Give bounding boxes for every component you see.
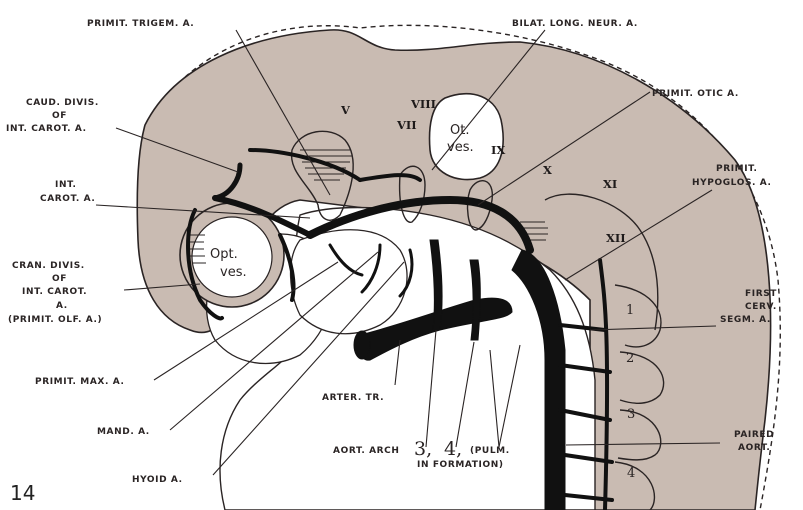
label-primit-otic: PRIMIT. OTIC A. [652, 89, 739, 99]
figure-number: 14 [10, 481, 35, 505]
label-mand: MAND. A. [97, 427, 150, 437]
label-bilat-long-neur: BILAT. LONG. NEUR. A. [512, 19, 638, 29]
opt-ves-line-1: Opt. [210, 247, 238, 262]
label-aort-arch: AORT. ARCH [333, 446, 400, 456]
nerve-ix: IX [491, 143, 505, 157]
label-arch-4: 4, [444, 438, 462, 460]
label-first-cerv-3: SEGM. A. [720, 315, 771, 325]
somite-1: 1 [626, 303, 634, 318]
somite-2: 2 [626, 351, 634, 366]
nerve-xii: XII [606, 231, 626, 245]
label-paired-aort-2: AORT. [738, 443, 770, 453]
label-primit-hypoglos-1: PRIMIT. [716, 164, 758, 174]
label-caud-divis-3: INT. CAROT. A. [6, 124, 87, 134]
opt-ves-line-2: ves. [220, 265, 247, 280]
somite-4: 4 [627, 466, 635, 481]
ot-ves-line-2: ves. [447, 140, 474, 155]
label-first-cerv-1: FIRST [745, 289, 777, 299]
label-cran-divis-4: A. [56, 301, 68, 311]
label-arch-3: 3, [414, 438, 432, 460]
nerve-xi: XI [603, 177, 617, 191]
label-pulm-2: IN FORMATION) [417, 460, 504, 470]
label-first-cerv-2: CERV. [745, 302, 777, 312]
nerve-x: X [543, 163, 552, 177]
label-primit-hypoglos-2: HYPOGLOS. A. [692, 178, 772, 188]
label-cran-divis-5: (PRIMIT. OLF. A.) [8, 315, 102, 325]
label-hyoid: HYOID A. [132, 475, 183, 485]
label-arter-tr: ARTER. TR. [322, 393, 384, 403]
label-primit-max: PRIMIT. MAX. A. [35, 377, 124, 387]
ot-ves-line-1: Ot. [450, 123, 469, 138]
label-int-carot-2: CAROT. A. [40, 194, 95, 204]
label-int-carot-1: INT. [55, 180, 76, 190]
label-primit-trigem: PRIMIT. TRIGEM. A. [87, 19, 194, 29]
label-caud-divis-1: CAUD. DIVIS. [26, 98, 99, 108]
label-paired-aort-1: PAIRED [734, 430, 774, 440]
label-cran-divis-3: INT. CAROT. [22, 287, 87, 297]
label-cran-divis-1: CRAN. DIVIS. [12, 261, 85, 271]
somite-3: 3 [627, 407, 635, 422]
nerve-vii: VII [396, 118, 417, 132]
nerve-viii: VIII [410, 97, 436, 111]
label-caud-divis-2: OF [52, 111, 67, 121]
label-pulm-1: (PULM. [470, 446, 510, 456]
nerve-v: V [340, 103, 351, 117]
label-cran-divis-2: OF [52, 274, 67, 284]
